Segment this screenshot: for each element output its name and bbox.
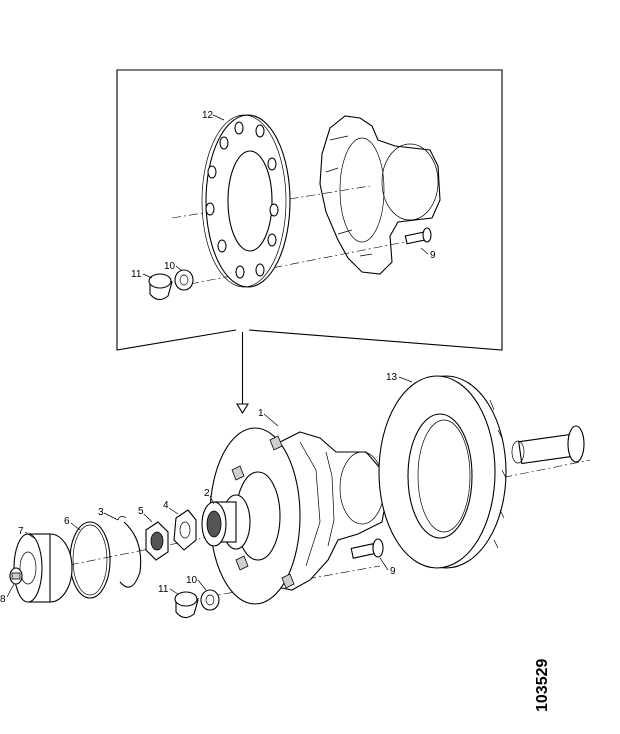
o-ring [69,521,111,599]
callout-wheel-nut-cap: 11 [158,584,169,595]
wheel-bearing [201,494,251,550]
callout-inset-bolt: 9 [430,250,436,261]
callout-o-ring: 6 [64,516,70,527]
callout-inset-ring: 12 [202,110,214,121]
inset-wheel-nut-cap [148,273,173,301]
callout-lock-washer: 4 [163,500,169,511]
document-number: 103529 [534,659,551,712]
stub-shaft [511,425,585,465]
wheel-nut-cap [174,591,199,619]
callout-nut: 5 [138,506,144,517]
inset-wheel-ring [201,114,291,288]
inset-arrow-head [236,403,249,415]
inset-detail: 12 9 11 10 [116,69,503,415]
callout-washer: 10 [186,575,198,586]
callout-hub: 1 [258,408,264,419]
washer [200,589,220,611]
main-bolt-axis [189,565,381,601]
hub-cap [13,533,73,603]
brake-disc [378,375,507,569]
drain-plug [9,567,23,585]
hub-nut [145,521,169,561]
callout-disc: 13 [386,372,398,383]
inset-stud-bolt [404,227,432,245]
callout-inset-washer: 10 [164,261,176,272]
callout-inset-cap: 11 [131,269,142,280]
callout-circlip: 3 [98,507,104,518]
stud-bolt [350,538,384,559]
callout-plug: 8 [0,594,6,605]
inset-washer [174,269,194,291]
lock-washer [173,509,197,551]
callout-bolt: 9 [390,566,396,577]
callout-bearing: 2 [204,488,210,499]
callout-cap: 7 [18,526,24,537]
circlip [119,521,142,588]
inset-frame [116,69,503,351]
inset-hub [319,115,441,275]
